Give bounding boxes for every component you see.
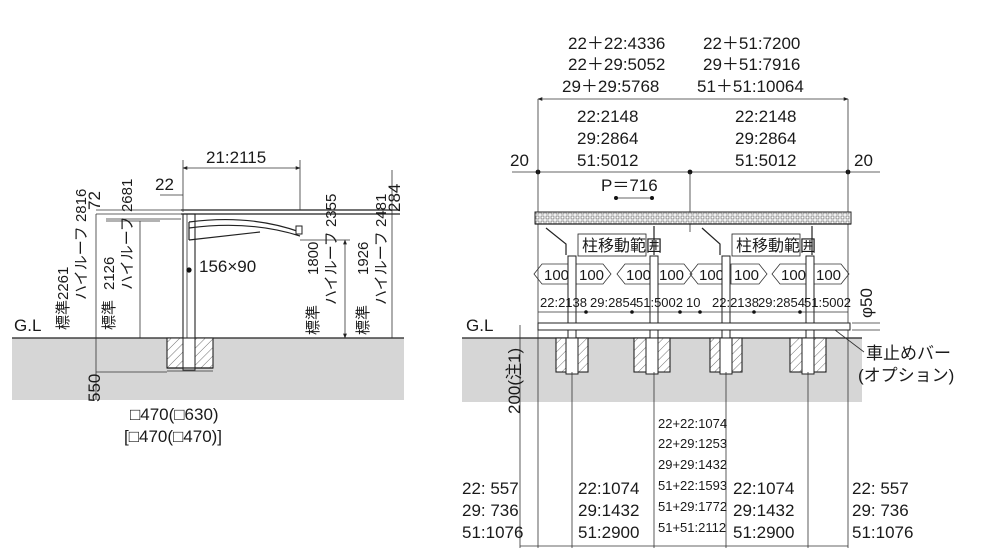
side-footing-size-2: [□470(□470)] — [124, 427, 222, 446]
span-right-3: 51:5012 — [735, 151, 796, 170]
move-arrow-1: 100 — [544, 267, 569, 284]
pitch-label: P＝716 — [601, 176, 658, 195]
total-right-2: 29＋51:7916 — [703, 55, 800, 74]
front-view: G.L 22＋22:4336 22＋29:5052 29＋29:5768 22＋… — [462, 34, 954, 548]
span-left-1: 22:2148 — [577, 107, 638, 126]
side-rear-outer-2: ハイルーフ 2816 — [73, 189, 90, 300]
side-front-inner-2: ハイルーフ 2355 — [323, 194, 340, 305]
move-arrows: 100 100 100 100 100 100 100 100 — [533, 263, 850, 285]
bar-diameter: φ50 — [857, 288, 876, 318]
total-left-3: 29＋29:5768 — [562, 77, 659, 96]
bottom-col1-1: 22: 557 — [462, 479, 519, 498]
inner-span-3: 51:5002 — [636, 295, 683, 310]
move-arrow-6: 100 — [734, 267, 759, 284]
ground-label-right: G.L — [466, 316, 493, 335]
bottom-col3-3: 51:2900 — [733, 523, 794, 542]
front-roof — [534, 211, 852, 225]
bottom-col4-3: 51:1076 — [852, 523, 913, 542]
side-post-size: 156×90 — [199, 257, 256, 276]
bottom-col2-2: 29:1432 — [578, 501, 639, 520]
move-arrow-3: 100 — [626, 267, 651, 284]
side-front-overhang: 22 — [155, 175, 174, 194]
ground-label-left: G.L — [14, 316, 41, 335]
total-left-1: 22＋22:4336 — [568, 34, 665, 53]
center-offset-4: 51+22:1593 — [658, 478, 727, 493]
wheel-stop-label: 車止めバー — [866, 344, 951, 363]
move-arrow-8: 100 — [816, 267, 841, 284]
side-std-left2: 標準 — [101, 300, 118, 330]
front-arm-left — [545, 227, 567, 255]
wheel-stop-bar — [537, 322, 851, 331]
inner-span-6: 29:2854 — [758, 295, 805, 310]
inner-span-2: 29:2854 — [590, 295, 637, 310]
edge-right: 20 — [854, 151, 873, 170]
bottom-col4-1: 22: 557 — [852, 479, 909, 498]
option-label: (オプション) — [858, 366, 954, 385]
move-arrow-5: 100 — [699, 267, 724, 284]
bottom-col1-2: 29: 736 — [462, 501, 519, 520]
side-rear-outer-1: 2261 — [55, 267, 72, 300]
side-std-right2: 標準 — [355, 305, 372, 335]
center-offset-6: 51+51:2112 — [658, 520, 726, 535]
inner-span-1: 22:2138 — [540, 295, 587, 310]
side-std-right: 標準 — [305, 305, 322, 335]
side-rear-inner-2: ハイルーフ 2681 — [119, 179, 136, 290]
front-arm-right — [701, 227, 721, 255]
move-arrow-2: 100 — [579, 267, 604, 284]
bottom-col4-2: 29: 736 — [852, 501, 909, 520]
side-right-top: 284 — [385, 184, 404, 212]
side-footing-size-1: □470(□630) — [130, 405, 219, 424]
center-offset-3: 29+29:1432 — [658, 457, 727, 472]
span-right-1: 22:2148 — [735, 107, 796, 126]
span-left-2: 29:2864 — [577, 129, 638, 148]
depth-note: 200(注1) — [505, 348, 524, 414]
side-view: G.L 21:2115 22 72 284 — [12, 148, 404, 446]
post-move-label-1: 柱移動範囲 — [582, 237, 662, 255]
bottom-col1-3: 51:1076 — [462, 523, 523, 542]
span-right-2: 29:2864 — [735, 129, 796, 148]
side-rear-inner-1: 2126 — [101, 257, 118, 290]
bottom-col3-1: 22:1074 — [733, 479, 794, 498]
side-front-inner-1: 1800 — [305, 242, 322, 275]
side-depth: 550 — [85, 374, 104, 402]
inner-span-4: 10 — [686, 295, 700, 310]
move-arrow-7: 100 — [781, 267, 806, 284]
center-offset-2: 22+29:1253 — [658, 436, 727, 451]
edge-left: 20 — [510, 151, 529, 170]
span-left-3: 51:5012 — [577, 151, 638, 170]
total-right-1: 22＋51:7200 — [703, 34, 800, 53]
center-offset-1: 22+22:1074 — [658, 416, 727, 431]
side-front-outer-1: 1926 — [355, 242, 372, 275]
bottom-col3-2: 29:1432 — [733, 501, 794, 520]
side-left-top: 72 — [85, 191, 104, 210]
side-roof-arm — [188, 218, 301, 233]
bottom-col2-3: 51:2900 — [578, 523, 639, 542]
post-move-label-2: 柱移動範囲 — [736, 237, 816, 255]
center-offset-5: 51+29:1772 — [658, 499, 727, 514]
front-footings — [555, 337, 827, 375]
total-right-3: 51＋51:10064 — [697, 77, 804, 96]
side-width-label: 21:2115 — [206, 148, 266, 167]
inner-span-7: 51:5002 — [804, 295, 851, 310]
total-left-2: 22＋29:5052 — [568, 55, 665, 74]
bottom-col2-1: 22:1074 — [578, 479, 639, 498]
side-std-left: 標準 — [55, 300, 72, 330]
move-arrow-4: 100 — [659, 267, 684, 284]
side-front-outer-2: ハイルーフ 2481 — [373, 194, 390, 305]
inner-span-5: 22:2138 — [712, 295, 759, 310]
